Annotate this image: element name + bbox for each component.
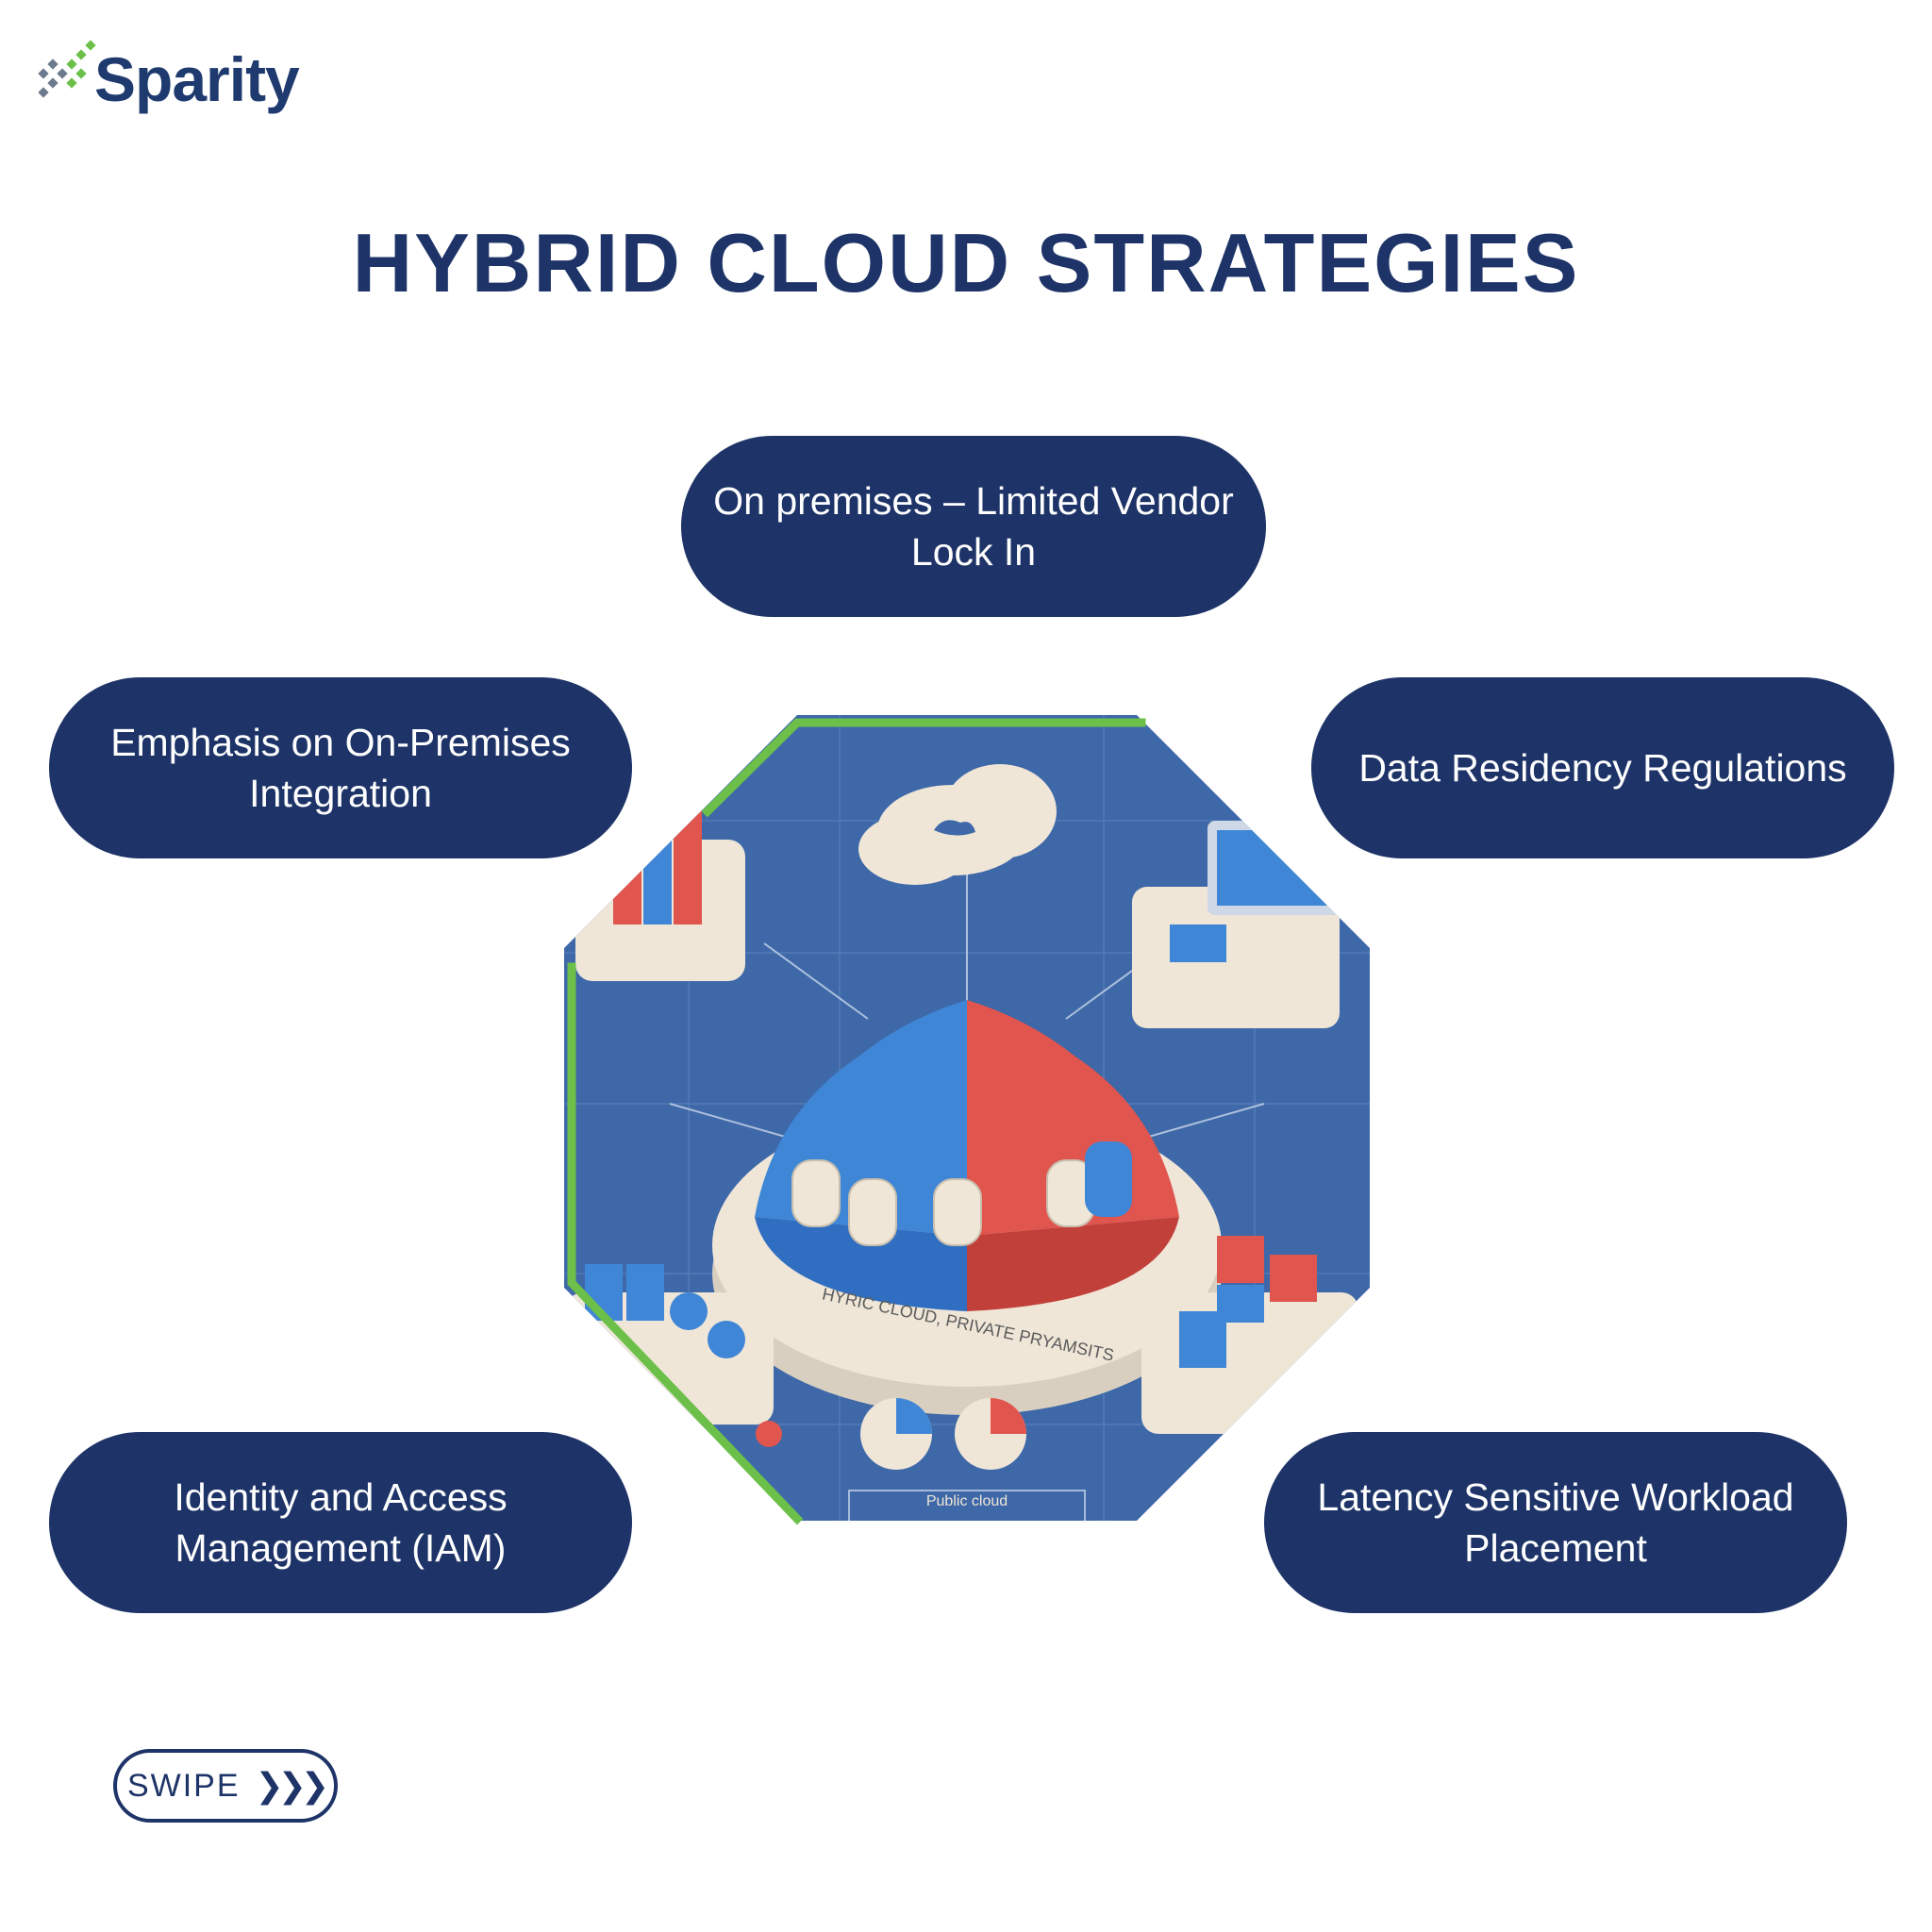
- strategy-pill-data-residency: Data Residency Regulations: [1311, 677, 1894, 858]
- cloud-icon: [858, 764, 1057, 885]
- hybrid-cloud-illustration: HYRIC CLOUD, PRIVATE PRYAMSITS Publi: [564, 715, 1370, 1525]
- strategy-pill-iam: Identity and Access Management (IAM): [49, 1432, 632, 1613]
- swipe-button[interactable]: SWIPE ❯❯❯: [113, 1749, 338, 1823]
- octagon-frame: [567, 718, 1146, 1525]
- strategy-pill-vendor-lock-in: On premises – Limited Vendor Lock In: [681, 436, 1266, 617]
- swipe-label: SWIPE: [126, 1767, 241, 1804]
- chevrons-right-icon: ❯❯❯: [255, 1766, 329, 1806]
- hybrid-platform-icon: HYRIC CLOUD, PRIVATE PRYAMSITS: [712, 1000, 1222, 1415]
- strategy-label: Identity and Access Management (IAM): [174, 1475, 508, 1570]
- strategy-label: Data Residency Regulations: [1358, 746, 1847, 790]
- strategy-label: Emphasis on On-Premises Integration: [110, 721, 571, 815]
- brand-name: Sparity: [94, 44, 300, 114]
- sparity-logo-mark-icon: [38, 40, 96, 98]
- pie-chart-icon: [756, 1398, 1026, 1470]
- page-title: HYBRID CLOUD STRATEGIES: [352, 216, 1580, 309]
- strategy-pill-on-premises-integration: Emphasis on On-Premises Integration: [49, 677, 632, 858]
- strategy-label: Latency Sensitive Workload Placement: [1317, 1475, 1794, 1570]
- public-cloud-label: Public cloud: [926, 1493, 1008, 1509]
- sparity-logo: Sparity: [36, 34, 309, 119]
- strategy-pill-latency-workload: Latency Sensitive Workload Placement: [1264, 1432, 1847, 1613]
- strategy-label: On premises – Limited Vendor Lock In: [713, 479, 1234, 574]
